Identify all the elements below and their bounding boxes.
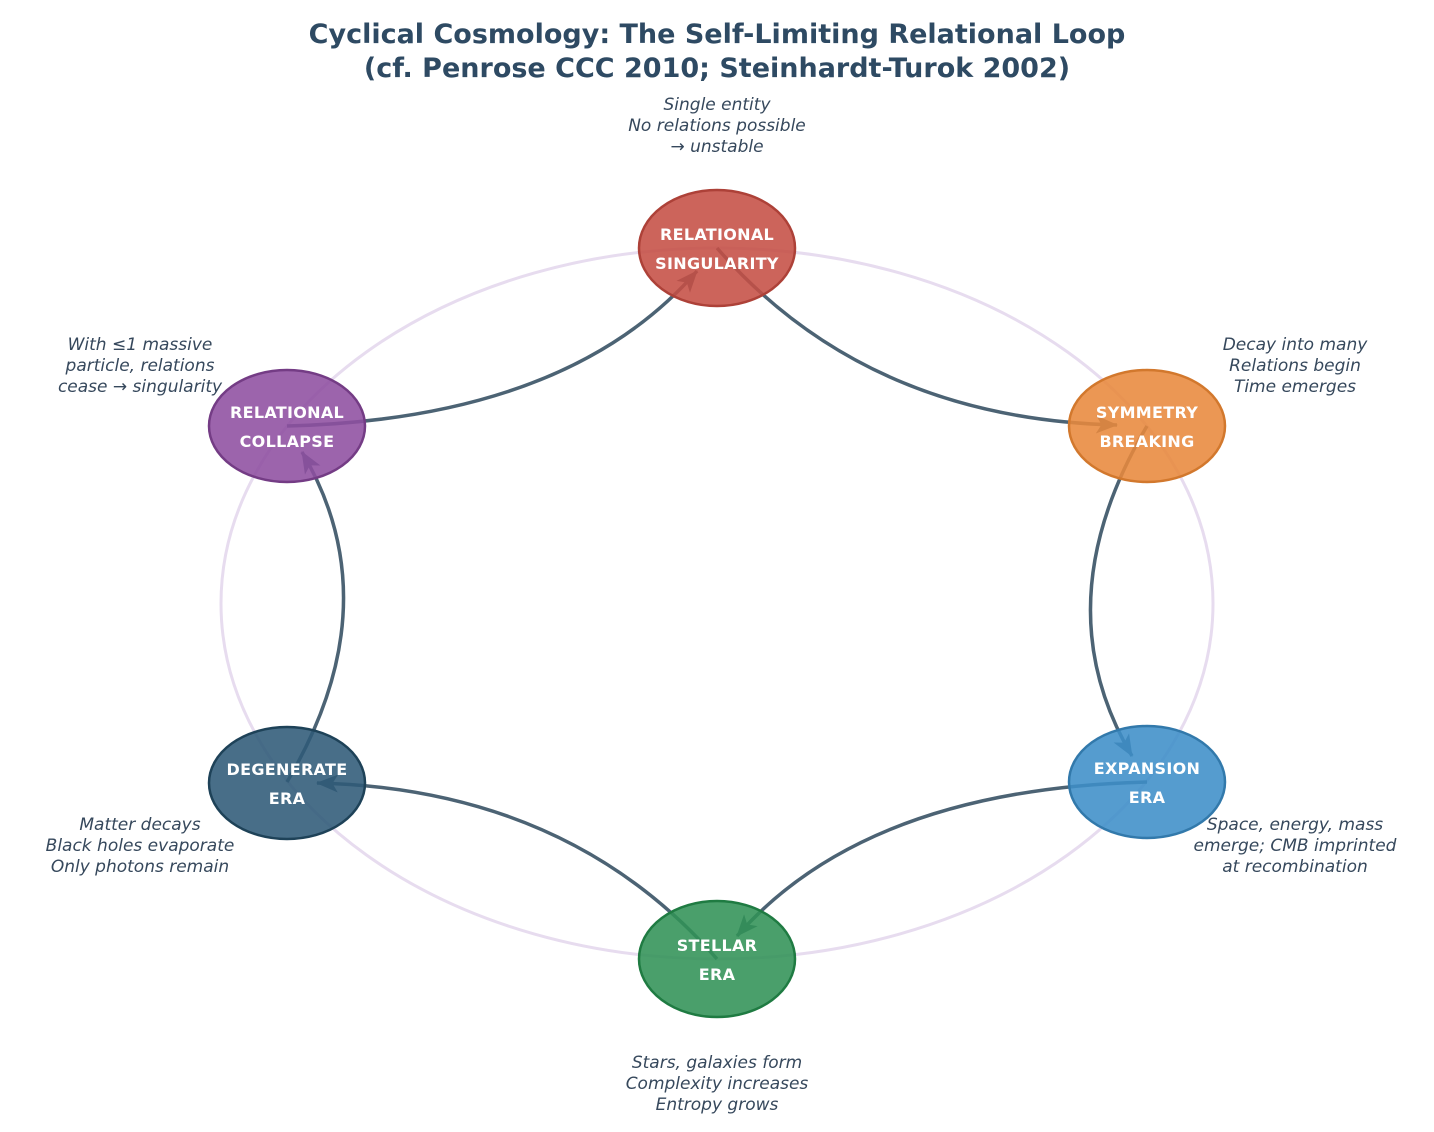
node-label-line1: RELATIONAL — [230, 403, 344, 422]
node-relational-singularity: RELATIONAL SINGULARITY — [637, 188, 797, 308]
annotation-degenerate-era: Matter decays Black holes evaporate Only… — [46, 815, 235, 877]
annotation-line: Single entity — [663, 95, 771, 115]
node-label-line2: ERA — [269, 789, 306, 808]
annotation-line: No relations possible — [628, 116, 806, 136]
node-label-line1: DEGENERATE — [227, 760, 348, 779]
annotation-line: cease → singularity — [58, 377, 223, 397]
annotation-line: Matter decays — [79, 815, 200, 835]
annotation-line: particle, relations — [65, 356, 215, 376]
annotation-line: Decay into many — [1223, 335, 1368, 355]
annotation-stellar-era: Stars, galaxies form Complexity increase… — [626, 1053, 809, 1115]
node-label-line1: RELATIONAL — [660, 225, 774, 244]
node-ellipse-expansion-era — [1067, 724, 1227, 840]
annotation-line: With ≤1 massive — [68, 335, 213, 355]
node-stellar-era: STELLAR ERA — [637, 899, 797, 1019]
annotation-symmetry-breaking: Decay into many Relations begin Time eme… — [1223, 335, 1368, 397]
node-label-line1: SYMMETRY — [1096, 403, 1198, 422]
cycle-ring — [219, 246, 1215, 961]
annotation-line: Complexity increases — [626, 1074, 809, 1094]
node-label-line2: ERA — [699, 965, 736, 984]
node-label-line2: BREAKING — [1099, 432, 1194, 451]
node-ellipse-relational-collapse — [207, 368, 367, 484]
node-ellipse-stellar-era — [637, 899, 797, 1019]
annotation-line: Space, energy, mass — [1207, 815, 1383, 835]
annotation-relational-singularity: Single entity No relations possible → un… — [628, 95, 806, 157]
node-ellipse-relational-singularity — [637, 188, 797, 308]
node-ellipse-degenerate-era — [207, 725, 367, 841]
annotation-line: Stars, galaxies form — [632, 1053, 802, 1073]
node-ellipse-symmetry-breaking — [1067, 368, 1227, 484]
annotation-line: Only photons remain — [51, 857, 229, 877]
node-relational-collapse: RELATIONAL COLLAPSE — [207, 368, 367, 484]
annotation-line: Relations begin — [1229, 356, 1361, 376]
annotation-line: Time emerges — [1234, 377, 1356, 397]
annotation-line: emerge; CMB imprinted — [1194, 836, 1397, 856]
annotation-line: Entropy grows — [656, 1095, 779, 1115]
annotation-line: → unstable — [670, 137, 763, 157]
annotation-line: Black holes evaporate — [46, 836, 235, 856]
node-label-line2: COLLAPSE — [240, 432, 335, 451]
node-label-line1: STELLAR — [677, 936, 758, 955]
node-label-line2: ERA — [1129, 788, 1166, 807]
annotation-line: at recombination — [1222, 857, 1368, 877]
annotation-expansion-era: Space, energy, mass emerge; CMB imprinte… — [1194, 815, 1397, 877]
cycle-edges — [285, 246, 1149, 961]
node-label-line1: EXPANSION — [1094, 759, 1200, 778]
node-degenerate-era: DEGENERATE ERA — [207, 725, 367, 841]
diagram-title-line1: Cyclical Cosmology: The Self-Limiting Re… — [309, 19, 1126, 50]
diagram-title-line2: (cf. Penrose CCC 2010; Steinhardt-Turok … — [364, 53, 1070, 84]
node-symmetry-breaking: SYMMETRY BREAKING — [1067, 368, 1227, 484]
node-label-line2: SINGULARITY — [655, 254, 779, 273]
node-expansion-era: EXPANSION ERA — [1067, 724, 1227, 840]
annotation-relational-collapse: With ≤1 massive particle, relations ceas… — [58, 335, 223, 397]
